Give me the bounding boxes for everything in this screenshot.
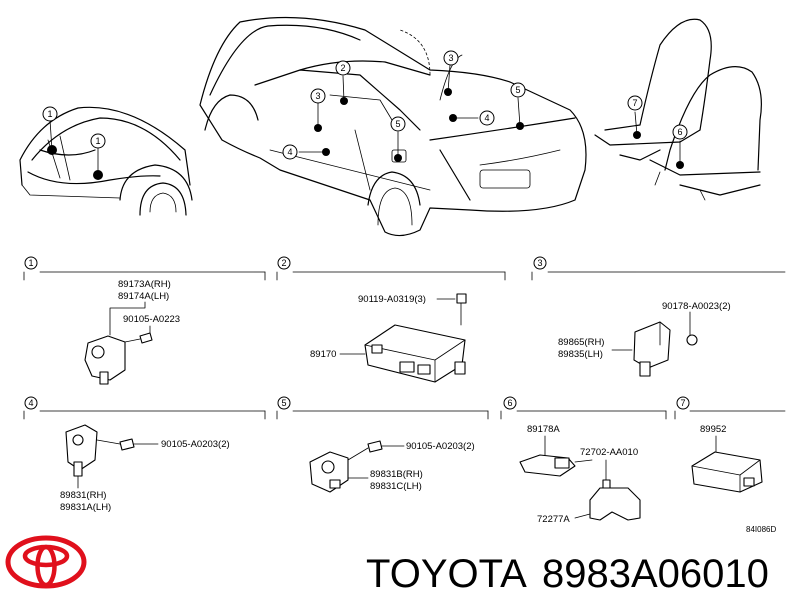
callout-1b: 1: [90, 133, 106, 149]
callout-6: 6: [672, 124, 688, 140]
bolt-90119-A0319-label: 90119-A0319(3): [358, 294, 426, 305]
callout-3b: 3: [443, 50, 459, 66]
part-89178A-label: 89178A: [527, 424, 560, 435]
callout-7: 7: [627, 95, 643, 111]
svg-text:4: 4: [28, 398, 33, 408]
svg-text:2: 2: [281, 258, 286, 268]
part-89831C-label: 89831C(LH): [370, 481, 422, 492]
callout-2: 2: [335, 60, 351, 76]
brand-name: TOYOTA: [366, 552, 527, 596]
part-89831A-label: 89831A(LH): [60, 502, 111, 513]
bolt-90105-A0203-label-4: 90105-A0203(2): [161, 439, 230, 450]
section-7-badge: 7: [676, 396, 690, 410]
svg-text:1: 1: [95, 136, 100, 146]
sedan-illustration: [199, 16, 587, 237]
diagram-code: 84I086D: [746, 525, 776, 534]
seats-illustration: [594, 18, 762, 201]
svg-text:4: 4: [484, 113, 489, 123]
brand-part-number: 8983A06010: [542, 552, 769, 596]
callout-5a: 5: [390, 116, 406, 132]
part-89865-label: 89865(RH): [558, 337, 604, 348]
section-5-badge: 5: [277, 396, 291, 410]
side-sensor-part: [633, 321, 671, 369]
svg-text:7: 7: [632, 98, 637, 108]
svg-text:6: 6: [677, 127, 682, 137]
front-sensor-bolt: [139, 332, 153, 344]
side-sensor-4-part: [65, 424, 98, 471]
toyota-logo: [5, 535, 87, 589]
svg-text:4: 4: [287, 147, 292, 157]
svg-text:5: 5: [395, 119, 400, 129]
svg-text:3: 3: [448, 53, 453, 63]
section-4-badge: 4: [24, 396, 38, 410]
svg-text:5: 5: [515, 85, 520, 95]
callout-1a: 1: [42, 106, 58, 122]
section-7: 7 89952: [674, 396, 786, 493]
section-6-badge: 6: [503, 396, 517, 410]
section-2-badge: 2: [277, 256, 291, 270]
part-89952-label: 89952: [700, 424, 726, 435]
svg-text:1: 1: [28, 258, 33, 268]
section-2: 2 90119-A0319(3) 89170: [276, 256, 506, 383]
svg-text:7: 7: [680, 398, 685, 408]
side-sensor-4-bolt: [119, 438, 135, 451]
side-sensor-nut: [686, 334, 698, 346]
part-89831B-label: 89831B(RH): [370, 469, 423, 480]
bolt-90178-A0023-label: 90178-A0023(2): [662, 301, 731, 312]
bolt-90105-A0223-label: 90105-A0223: [123, 314, 180, 325]
bolt-72702-AA010-label: 72702-AA010: [580, 447, 638, 458]
part-89835-label: 89835(LH): [558, 349, 603, 360]
seat-bracket-part: [589, 487, 641, 521]
svg-text:6: 6: [507, 398, 512, 408]
callout-3a: 3: [310, 88, 326, 104]
part-89831-label: 89831(RH): [60, 490, 106, 501]
callout-4a: 4: [282, 144, 298, 160]
part-89174A-label: 89174A(LH): [118, 291, 169, 302]
section-4: 4 90105-A0203(2) 89831(RH) 89831A(LH): [23, 396, 266, 513]
part-72277A-label: 72277A: [537, 514, 570, 525]
svg-text:3: 3: [537, 258, 542, 268]
svg-text:3: 3: [315, 91, 320, 101]
callout-5b: 5: [510, 82, 526, 98]
part-89170-label: 89170: [310, 349, 336, 360]
section-1-badge: 1: [24, 256, 38, 270]
section-1: 1 89173A(RH) 89174A(LH) 90105-A0223: [23, 256, 266, 385]
svg-text:1: 1: [47, 109, 52, 119]
ecu-bolt: [456, 293, 467, 304]
section-6: 6 89178A 72702-AA010 72277A: [500, 396, 667, 525]
part-89173A-label: 89173A(RH): [118, 279, 171, 290]
section-5: 5 90105-A0203(2) 89831B(RH) 89831C(LH): [276, 396, 489, 493]
svg-text:2: 2: [340, 63, 345, 73]
side-sensor-5-bolt: [367, 440, 383, 453]
callout-4b: 4: [479, 110, 495, 126]
svg-text:5: 5: [281, 398, 286, 408]
bolt-90105-A0203-label-5: 90105-A0203(2): [406, 441, 475, 452]
section-3: 3 90178-A0023(2) 89865(RH) 89835(LH): [531, 256, 786, 377]
front-car-illustration: [19, 106, 193, 216]
section-3-badge: 3: [533, 256, 547, 270]
